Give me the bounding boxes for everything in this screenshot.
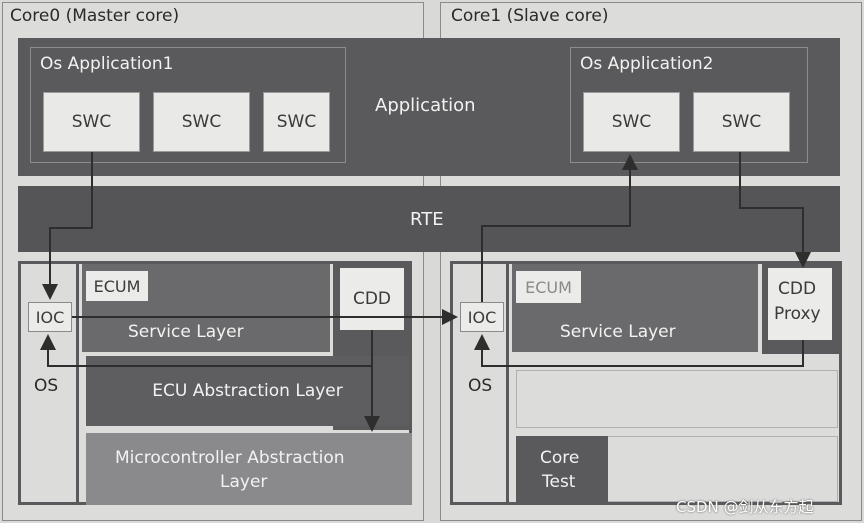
swc-box: SWC xyxy=(263,92,330,152)
core1-cdd-proxy xyxy=(768,268,832,340)
arrow-ioc1-to-swc xyxy=(481,154,638,302)
core1-service-layer-label: Service Layer xyxy=(560,322,676,342)
os-application2-label: Os Application2 xyxy=(580,54,714,74)
core0-mcal-label-line1: Microcontroller Abstraction xyxy=(115,448,345,468)
swc-box: SWC xyxy=(43,92,140,152)
core0-mcal-layer xyxy=(86,433,412,505)
core1-os-label: OS xyxy=(468,376,493,396)
rte-layer xyxy=(18,186,840,252)
core0-os-label: OS xyxy=(34,376,59,396)
core0-ecum: ECUM xyxy=(86,271,148,301)
core0-ioc: IOC xyxy=(28,302,72,332)
arrow-swc-to-ioc0 xyxy=(42,152,93,300)
application-label: Application xyxy=(375,95,476,116)
swc-box: SWC xyxy=(153,92,250,152)
os-application2-frame xyxy=(570,47,808,163)
os-application1-frame xyxy=(30,47,346,163)
core0-cdd: CDD xyxy=(340,268,404,330)
watermark: CSDN @剑从东方起 xyxy=(676,498,814,516)
os-application1-label: Os Application1 xyxy=(40,54,174,74)
core1-os-column xyxy=(453,264,509,502)
rte-label: RTE xyxy=(410,209,444,230)
core0-mcal-label-line2: Layer xyxy=(220,472,268,492)
core0-ecu-abstraction-layer: ECU Abstraction Layer xyxy=(86,356,409,426)
core1-title: Core1 (Slave core) xyxy=(451,6,609,26)
core1-core-test-line2: Test xyxy=(542,472,576,492)
swc-box: SWC xyxy=(583,92,680,152)
core1-cdd-proxy-line1: CDD xyxy=(778,279,817,299)
core1-ecum: ECUM xyxy=(516,271,581,303)
arrow-cdd-to-ioc0 xyxy=(40,330,373,367)
core1-core-test-line1: Core xyxy=(540,448,580,468)
core1-cdd-proxy-line2: Proxy xyxy=(774,304,821,324)
core1-ioc: IOC xyxy=(460,302,504,332)
core0-title: Core0 (Master core) xyxy=(10,6,180,26)
core0-os-column xyxy=(21,264,79,502)
core0-service-layer-label: Service Layer xyxy=(128,322,244,342)
arrow-swc-to-cdd-proxy xyxy=(739,152,811,268)
arrow-cdd-proxy-to-ioc1 xyxy=(474,334,804,367)
swc-box: SWC xyxy=(693,92,790,152)
core1-core-test xyxy=(516,436,608,502)
core1-empty-layer xyxy=(516,370,838,428)
